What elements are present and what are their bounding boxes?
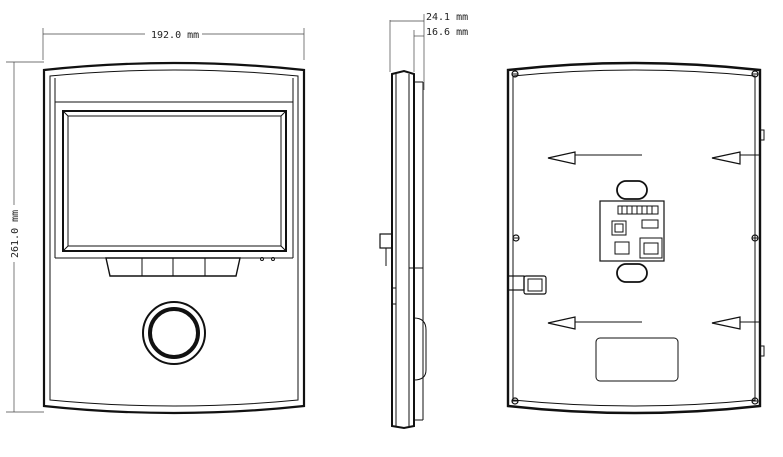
front-buttons: [105, 257, 275, 277]
indicator-led-1: [260, 257, 264, 261]
depth-body-label: 16.6 mm: [426, 27, 468, 38]
display-screen-frame: [62, 110, 287, 252]
connector-panel: [599, 200, 665, 262]
back-body-outline: [506, 61, 762, 415]
cable-hole-bottom: [616, 263, 648, 283]
front-body-outline: [42, 61, 306, 415]
side-connector: [379, 233, 393, 249]
back-view: [506, 61, 765, 415]
cable-tab: [507, 275, 547, 295]
rj-port-small: [611, 220, 627, 236]
side-switch: [391, 287, 397, 305]
screw-icon: [751, 70, 759, 78]
dip-switch: [614, 241, 630, 255]
side-body-outline: [391, 69, 415, 430]
button-strip: [105, 257, 241, 277]
indicator-led-2: [271, 257, 275, 261]
width-dimension: 192.0 mm: [42, 28, 305, 60]
height-dimension-label: 261.0 mm: [10, 210, 21, 258]
back-body-inner-outline: [512, 69, 756, 407]
depth-total-label: 24.1 mm: [426, 12, 468, 23]
side-view: 24.1 mm 16.6 mm: [379, 12, 468, 430]
screw-icon: [511, 70, 519, 78]
height-dimension: 261.0 mm: [6, 61, 44, 413]
screw-icon: [511, 397, 519, 405]
side-speaker-bulge: [413, 317, 427, 381]
terminal-block: [617, 205, 659, 215]
rj45-port: [639, 237, 663, 259]
speaker-ring: [142, 301, 206, 365]
screw-icon: [751, 397, 759, 405]
hanging-slots: [547, 151, 760, 330]
display-screen: [67, 115, 282, 247]
depth-dimensions: 24.1 mm 16.6 mm: [389, 12, 468, 90]
mounting-screws: [511, 70, 759, 405]
label-plate: [595, 337, 679, 382]
front-body-inner-outline: [49, 69, 299, 407]
screw-icon: [512, 234, 520, 242]
width-dimension-label: 192.0 mm: [151, 30, 199, 41]
screw-icon: [751, 234, 759, 242]
header-connector: [641, 219, 659, 229]
cable-hole-top: [616, 180, 648, 200]
front-view: 192.0 mm 261.0 mm: [6, 28, 306, 415]
